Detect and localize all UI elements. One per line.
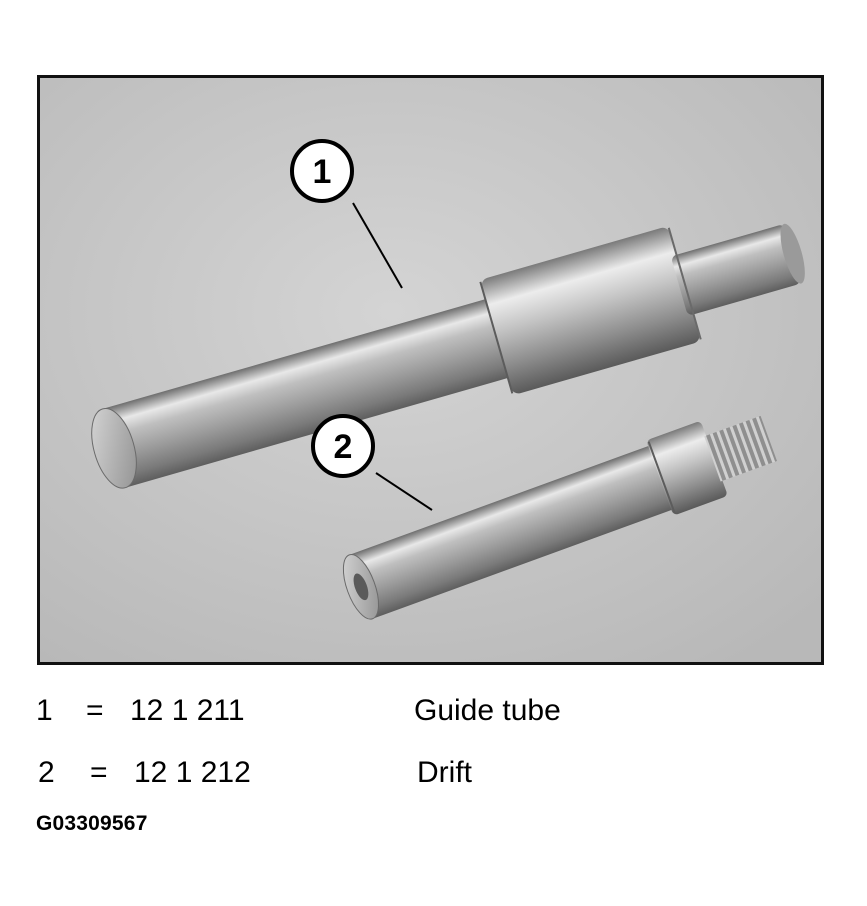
- legend-item-number: 1: [36, 694, 53, 727]
- legend-equals: =: [86, 694, 104, 727]
- figure-id: G03309567: [36, 812, 148, 835]
- legend-part-number: 12 1 212: [134, 756, 251, 789]
- legend-row-2: 2 = 12 1 212 Drift: [0, 756, 867, 792]
- callout-2: 2: [311, 414, 375, 478]
- legend-part-number: 12 1 211: [130, 694, 245, 727]
- guide-tube: [91, 223, 805, 489]
- callout-2-label: 2: [334, 428, 353, 466]
- legend-description: Guide tube: [414, 694, 561, 727]
- callout-leader-2: [375, 472, 433, 511]
- callout-leader-1: [352, 202, 403, 289]
- callout-1: 1: [290, 139, 354, 203]
- tool-photo: 1 2: [37, 75, 824, 665]
- tool-illustration: 1 2: [40, 78, 821, 662]
- legend-item-number: 2: [38, 756, 55, 789]
- callout-1-label: 1: [313, 153, 332, 191]
- legend-row-1: 1 = 12 1 211 Guide tube: [0, 694, 867, 730]
- legend-description: Drift: [417, 756, 472, 789]
- legend-equals: =: [90, 756, 108, 789]
- drift: [342, 415, 777, 620]
